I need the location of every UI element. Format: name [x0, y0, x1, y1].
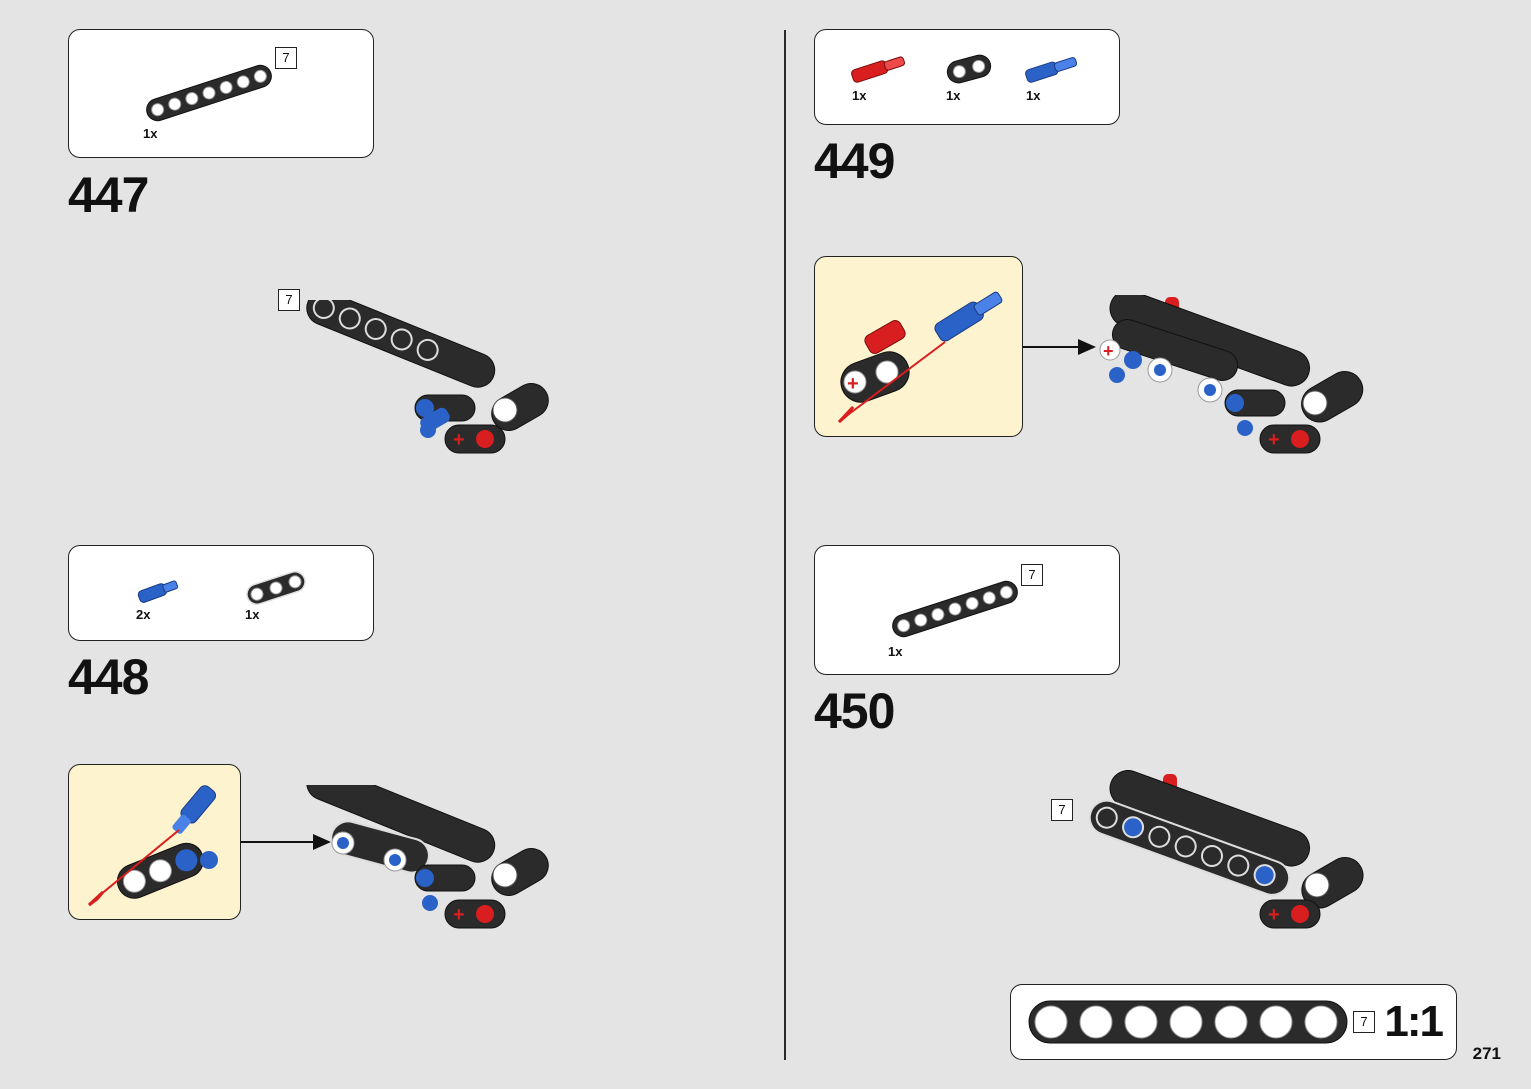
blue-axle-pin-icon — [1025, 57, 1078, 83]
part-qty: 1x — [245, 607, 260, 622]
svg-text:+: + — [1103, 341, 1114, 361]
assembly-model-449: + + — [1099, 295, 1364, 454]
connector-beam-icon — [246, 571, 306, 605]
svg-text:+: + — [453, 429, 465, 451]
assembly-model-448: + — [306, 785, 549, 929]
beam-2-icon — [946, 54, 992, 84]
scale-label: 1:1 — [1384, 997, 1444, 1046]
length-badge: 7 — [1021, 564, 1043, 586]
length-badge: 7 — [275, 47, 297, 69]
beam-7-icon — [892, 580, 1018, 638]
step-number: 448 — [68, 649, 149, 705]
part-qty: 1x — [143, 126, 158, 141]
sub-assembly-448-icon — [87, 785, 218, 907]
svg-text:+: + — [1268, 429, 1280, 451]
scale-reference-box: 7 1:1 — [1010, 984, 1457, 1060]
sub-assembly-callout — [68, 764, 241, 920]
insert-arrow — [1023, 339, 1096, 355]
assembly-model-447: + — [306, 300, 549, 454]
parts-list-448: 2x 1x — [68, 545, 374, 641]
parts-list-450: 1x 7 — [814, 545, 1120, 675]
part-qty: 2x — [136, 607, 151, 622]
part-qty: 1x — [852, 88, 867, 103]
svg-text:+: + — [453, 904, 465, 926]
sub-assembly-449-icon: + — [837, 291, 1003, 424]
parts-list-449: 1x 1x 1x — [814, 29, 1120, 125]
model-length-badge: 7 — [278, 289, 300, 311]
svg-text:+: + — [1268, 904, 1280, 926]
assembly-model-450: + — [1088, 770, 1364, 929]
part-qty: 1x — [888, 644, 903, 659]
insert-arrow — [241, 834, 331, 850]
step-number: 449 — [814, 133, 895, 189]
step-number: 450 — [814, 683, 895, 739]
beam-7-scale-icon — [1028, 1000, 1348, 1044]
page-number: 271 — [1472, 1044, 1501, 1063]
beam-7-icon — [146, 64, 272, 122]
page-divider — [784, 30, 786, 1060]
svg-text:+: + — [847, 373, 859, 395]
sub-assembly-callout: + — [814, 256, 1023, 437]
red-axle-pin-icon — [851, 56, 905, 83]
blue-axle-pin-icon — [137, 580, 179, 603]
length-badge: 7 — [1353, 1011, 1375, 1033]
parts-list-447: 1x 7 — [68, 29, 374, 158]
part-qty: 1x — [1026, 88, 1041, 103]
step-number: 447 — [68, 167, 149, 223]
part-qty: 1x — [946, 88, 961, 103]
model-length-badge: 7 — [1051, 799, 1073, 821]
